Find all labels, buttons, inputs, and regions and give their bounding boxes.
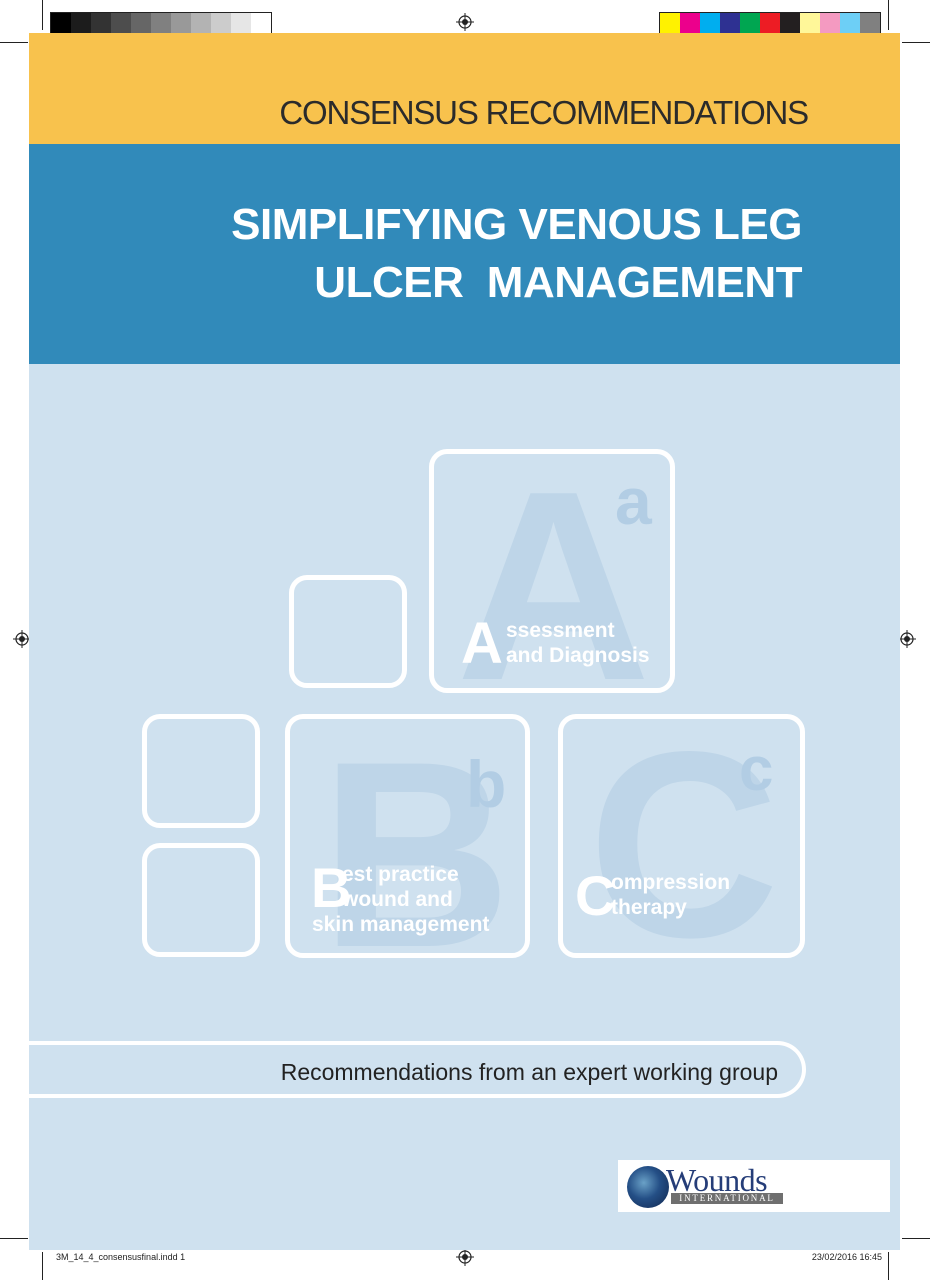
box-label-line: and Diagnosis [506,644,650,667]
decorative-box [142,843,260,957]
box-initial: B [311,856,352,919]
crop-mark [42,0,43,30]
cover-panel [29,364,900,1250]
box-label-line: wound and [342,888,453,911]
crop-mark [42,1252,43,1280]
tagline-pill [18,1041,806,1098]
publisher-logo-subtitle: INTERNATIONAL [671,1193,783,1204]
ghost-superscript: a [615,464,652,538]
title-band-blue [29,144,900,364]
crop-mark [902,1238,930,1239]
document-kicker: CONSENSUS RECOMMENDATIONS [279,94,809,131]
box-initial: A [461,611,503,676]
color-swatches [659,12,881,34]
box-label-line: ssessment [506,619,615,642]
crop-mark [888,0,889,30]
abc-box-assessment: A a A ssessment and Diagnosis [429,449,675,693]
box-label-line: skin management [312,913,490,936]
ghost-letter: C [588,714,780,958]
decorative-box [142,714,260,828]
crop-mark [0,1238,28,1239]
document-title: SIMPLIFYING VENOUS LEG ULCER MANAGEMENT [182,196,802,312]
registration-mark-icon [13,630,31,648]
decorative-box [289,575,407,688]
tagline-text: Recommendations from an expert working g… [280,1059,778,1085]
slug-filename: 3M_14_4_consensusfinal.indd 1 [56,1252,186,1262]
crop-mark [0,42,28,43]
box-initial: C [575,864,616,927]
registration-mark-icon [456,13,474,31]
globe-icon [627,1166,669,1208]
registration-mark-icon [456,1248,474,1266]
ghost-letter: B [320,714,512,958]
box-label-line: therapy [611,896,687,919]
header-band-yellow [29,33,900,144]
title-line: ULCER MANAGEMENT [314,258,802,307]
box-label-line: est practice [342,863,459,886]
ghost-superscript: b [466,747,507,821]
registration-mark-icon [898,630,916,648]
abc-box-compression: C c C ompression therapy [558,714,805,958]
crop-mark [888,1252,889,1280]
title-line: SIMPLIFYING VENOUS LEG [231,200,802,249]
greyscale-swatches [50,12,272,34]
crop-mark [902,42,930,43]
ghost-superscript: c [739,735,774,804]
box-label-line: ompression [611,871,731,894]
publisher-logo-name: Wounds [666,1162,768,1198]
ghost-letter: A [456,449,651,693]
slug-datetime: 23/02/2016 16:45 [811,1252,882,1262]
abc-box-best-practice: B b B est practice wound and skin manage… [285,714,530,958]
